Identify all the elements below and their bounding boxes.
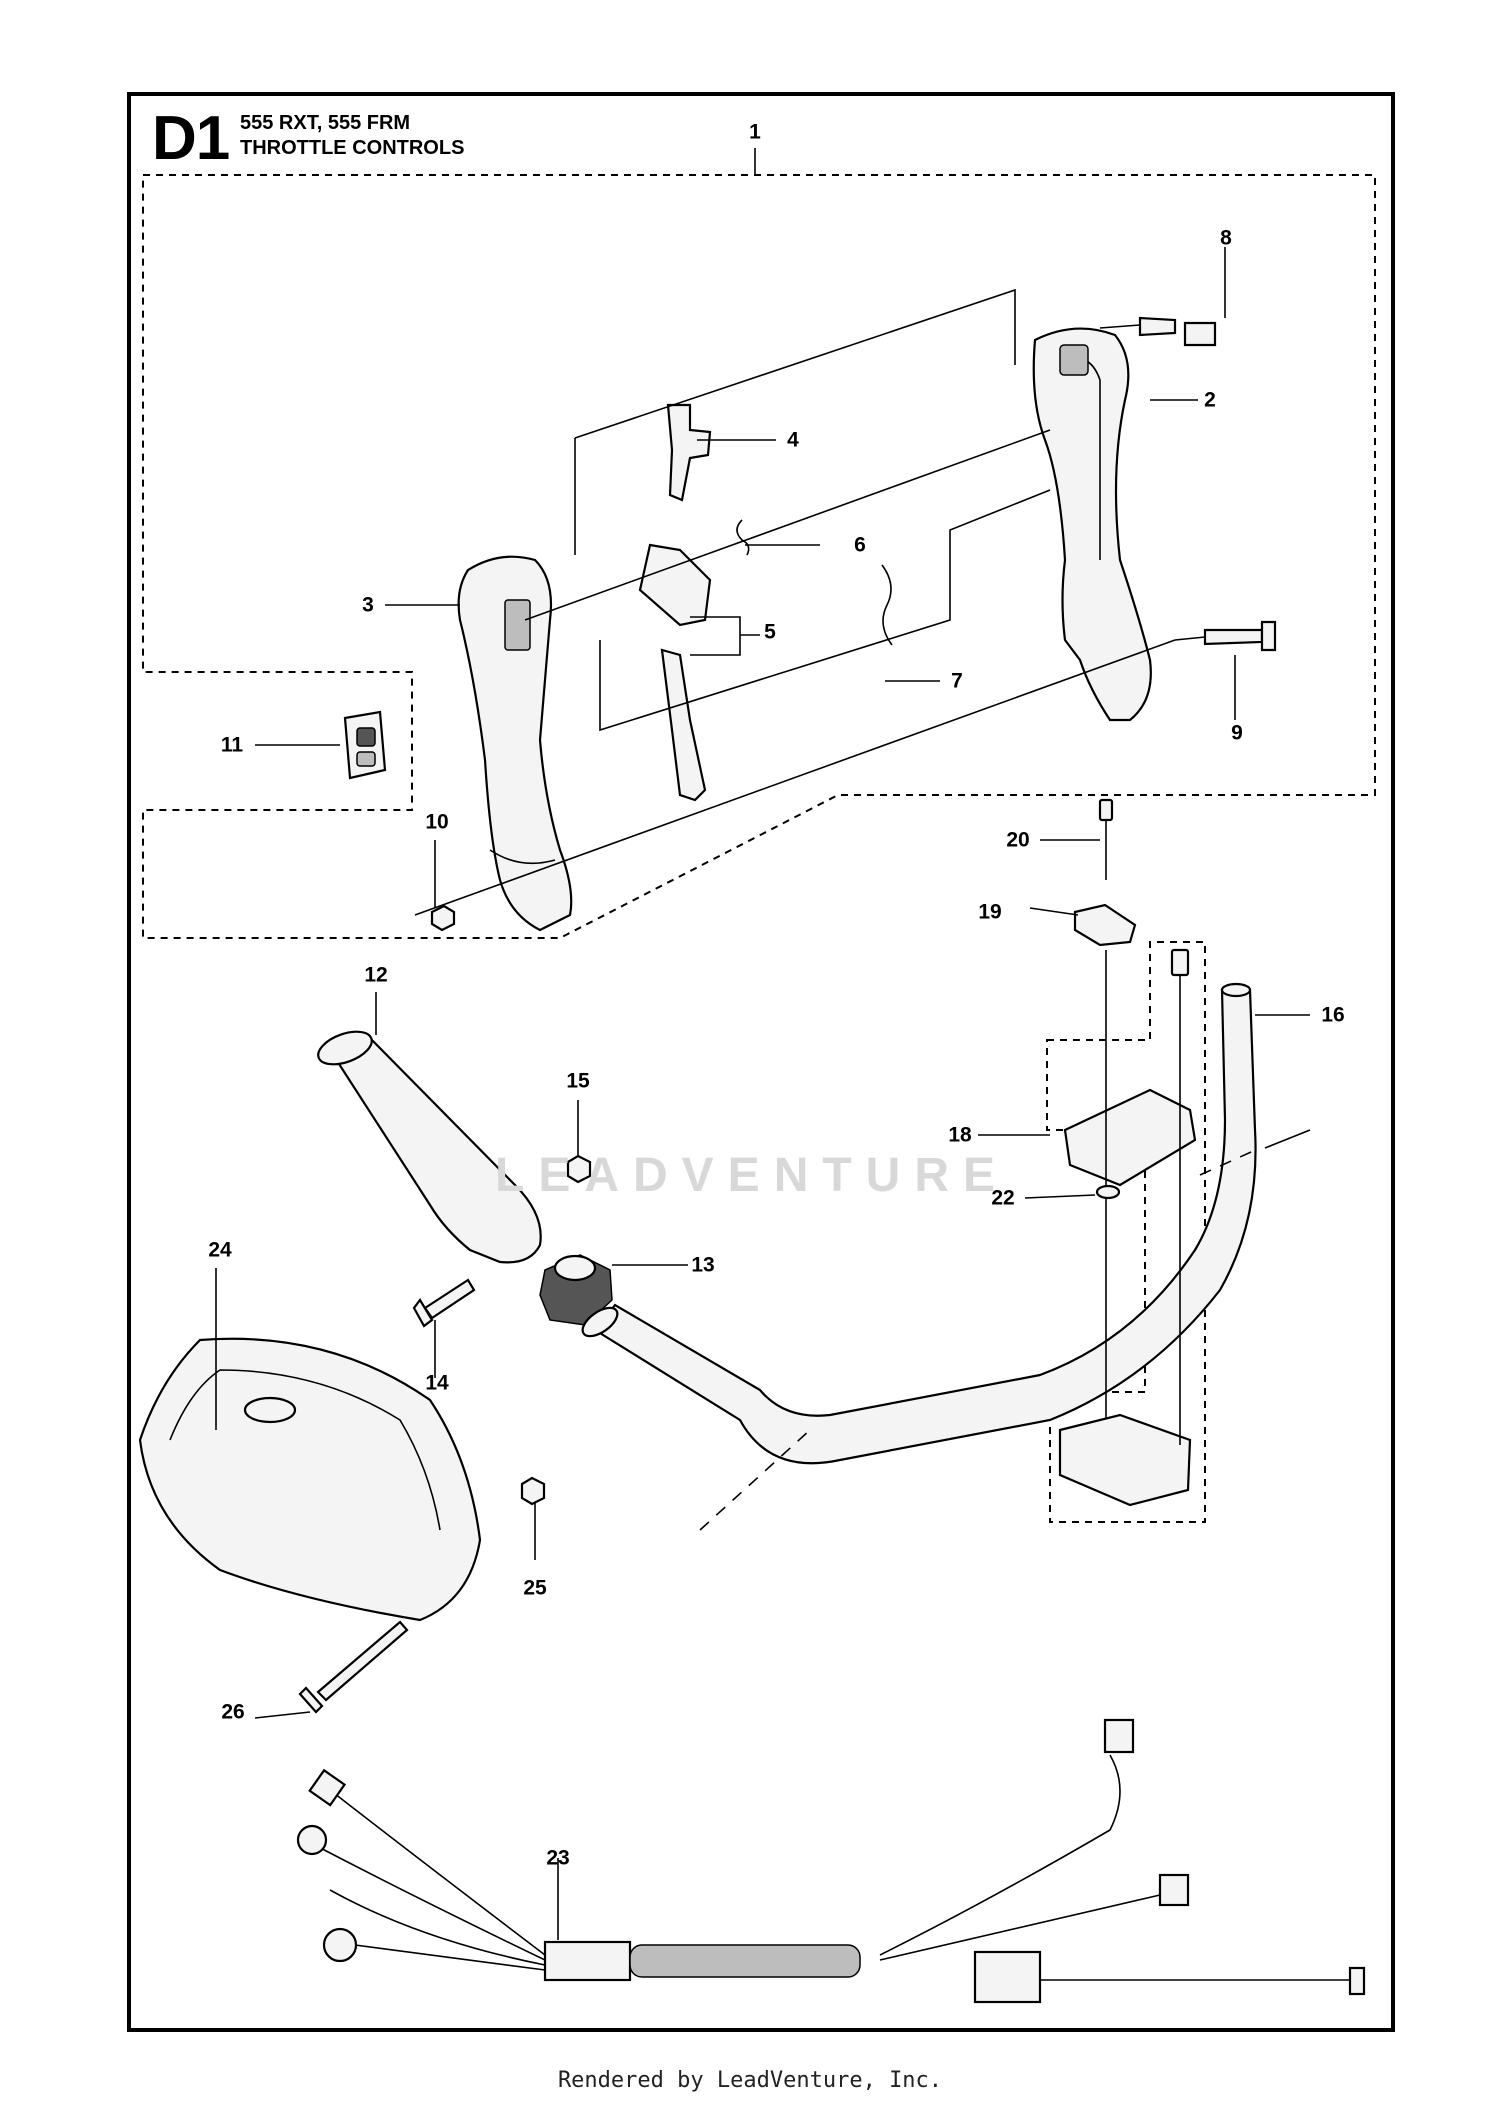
part-19-clamp-top — [1073, 903, 1137, 947]
callout-2[interactable]: 2 — [1204, 388, 1216, 412]
part-22-washer — [1095, 1184, 1121, 1200]
callout-6[interactable]: 6 — [854, 533, 866, 557]
callout-10[interactable]: 10 — [425, 810, 449, 834]
section-code: D1 — [152, 104, 230, 173]
part-4-lever — [666, 403, 712, 502]
part-11-switch — [343, 710, 387, 780]
diagram-frame — [127, 92, 1395, 2032]
callout-18[interactable]: 18 — [948, 1123, 972, 1147]
callout-5[interactable]: 5 — [764, 620, 776, 644]
part-24-loop-guard — [138, 1337, 482, 1622]
callout-15[interactable]: 15 — [566, 1069, 590, 1093]
callout-16[interactable]: 16 — [1321, 1003, 1345, 1027]
callout-13[interactable]: 13 — [691, 1253, 715, 1277]
part-3-handle-half — [457, 555, 573, 932]
part-9-screw — [1174, 620, 1277, 652]
part-16-handlebar — [581, 982, 1257, 1465]
part-18-clamp — [1063, 1088, 1197, 1187]
part-12-grip — [317, 1030, 542, 1264]
part-8-screw — [1099, 316, 1217, 347]
part-5-trigger-upper — [638, 543, 712, 627]
callout-12[interactable]: 12 — [364, 963, 388, 987]
part-10-nut — [430, 904, 456, 932]
part-7-spring — [881, 564, 893, 646]
part-25-nut — [520, 1476, 546, 1506]
part-15-nut — [566, 1154, 592, 1184]
callout-4[interactable]: 4 — [787, 428, 799, 452]
callout-14[interactable]: 14 — [425, 1371, 449, 1395]
callout-3[interactable]: 3 — [362, 593, 374, 617]
part-2-handle-half — [1032, 327, 1152, 722]
footer-credit: Rendered by LeadVenture, Inc. — [557, 2068, 943, 2093]
callout-1[interactable]: 1 — [749, 120, 761, 144]
callout-26[interactable]: 26 — [221, 1700, 245, 1724]
callout-23[interactable]: 23 — [546, 1846, 570, 1870]
callout-22[interactable]: 22 — [991, 1186, 1015, 1210]
part-5-trigger-lower — [660, 648, 707, 802]
part-13-knob — [539, 1254, 613, 1326]
model-list: 555 RXT, 555 FRM — [240, 112, 411, 134]
diagram-title: THROTTLE CONTROLS — [240, 137, 465, 159]
callout-9[interactable]: 9 — [1231, 721, 1243, 745]
part-23-wire-harness — [296, 1718, 1366, 2004]
part-14-screw — [412, 1278, 476, 1328]
callout-8[interactable]: 8 — [1220, 226, 1232, 250]
part-6-spring — [736, 519, 750, 556]
callout-25[interactable]: 25 — [523, 1576, 547, 1600]
callout-24[interactable]: 24 — [208, 1238, 232, 1262]
watermark: LEADVENTURE — [495, 1149, 1010, 1202]
callout-7[interactable]: 7 — [951, 669, 963, 693]
callout-19[interactable]: 19 — [978, 900, 1002, 924]
callout-11[interactable]: 11 — [220, 733, 244, 757]
part-26-screw — [298, 1620, 409, 1714]
callout-20[interactable]: 20 — [1006, 828, 1030, 852]
group-1-boundary — [142, 174, 1376, 939]
part-18-clamp-base — [1058, 1413, 1192, 1507]
